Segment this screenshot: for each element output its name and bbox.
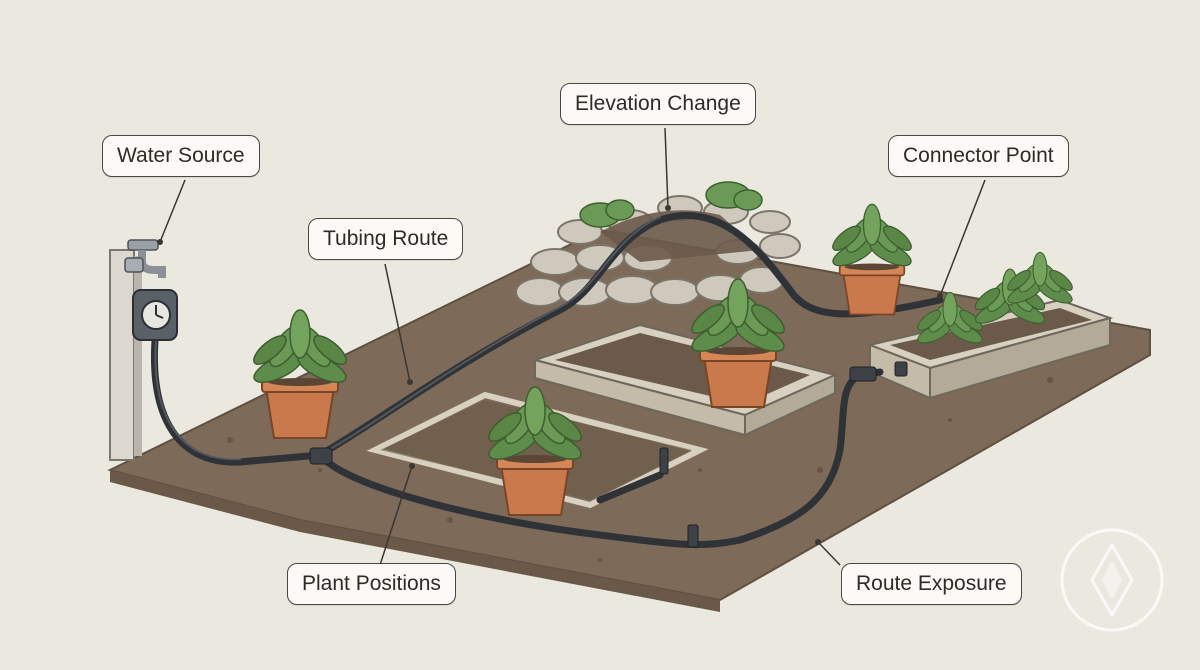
label-water-source: Water Source xyxy=(102,135,260,177)
logo-badge-icon xyxy=(1060,528,1164,632)
plant-pot xyxy=(838,262,906,316)
plant-pot xyxy=(261,377,339,439)
faucet-icon xyxy=(124,239,166,278)
label-tubing-route: Tubing Route xyxy=(308,218,464,260)
label-connector-point: Connector Point xyxy=(888,135,1069,177)
timer-icon xyxy=(132,289,178,341)
tee-connector xyxy=(309,447,333,465)
water-post xyxy=(109,249,142,461)
label-plant-positions: Plant Positions xyxy=(287,563,456,605)
plant-pot xyxy=(496,454,574,516)
plant-pot xyxy=(699,346,777,408)
label-elevation-change: Elevation Change xyxy=(560,83,756,125)
label-route-exposure: Route Exposure xyxy=(841,563,1022,605)
